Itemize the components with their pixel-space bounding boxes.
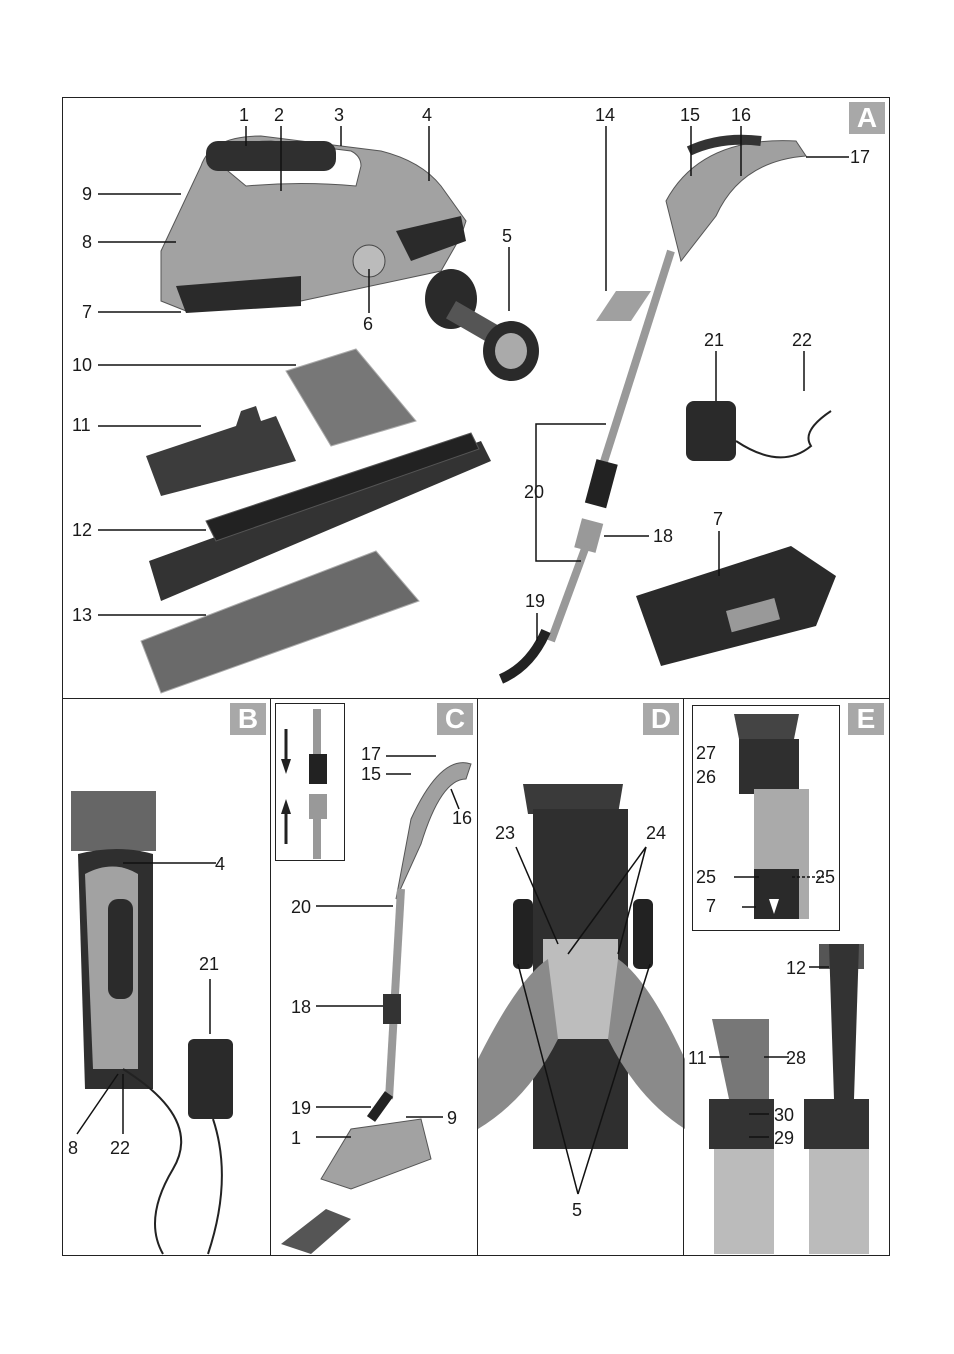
callout-1: 1 (291, 1128, 302, 1148)
panel-a: A (62, 97, 890, 699)
callout-23: 23 (495, 823, 516, 843)
inset-battery-removal (692, 705, 840, 931)
callout-5: 5 (572, 1200, 583, 1220)
blade-cover-small (285, 348, 417, 447)
callout-18: 18 (653, 526, 674, 546)
telescopic-handle (498, 134, 807, 684)
panel-e-illustration (709, 714, 869, 1254)
panel-d-badge: D (643, 703, 679, 735)
callout-3: 3 (334, 105, 345, 125)
panel-c: C 17 15 16 20 18 19 1 9 (270, 698, 478, 1256)
callout-20: 20 (291, 897, 312, 917)
callout-24: 24 (646, 823, 667, 843)
callout-11: 11 (688, 1048, 707, 1068)
panel-d: D 23 24 5 (477, 698, 685, 1256)
callout-10: 10 (72, 355, 93, 375)
callout-15: 15 (680, 105, 701, 125)
callout-17: 17 (850, 147, 871, 167)
callout-4: 4 (422, 105, 433, 125)
panel-a-badge: A (849, 102, 885, 134)
blade-cover-long (140, 550, 420, 694)
callout-22: 22 (792, 330, 813, 350)
callout-18: 18 (291, 997, 312, 1017)
callout-7: 7 (82, 302, 93, 322)
callout-25-left: 25 (696, 867, 717, 887)
panel-b-illustration (71, 791, 233, 1255)
callout-19: 19 (525, 591, 546, 611)
callout-16: 16 (452, 808, 473, 828)
callout-4: 4 (215, 854, 226, 874)
callout-13: 13 (72, 605, 93, 625)
inset-coupling (275, 703, 345, 861)
panel-b: B 4 21 8 22 (62, 698, 271, 1256)
battery-pack (636, 546, 836, 666)
callout-7: 7 (706, 896, 717, 916)
charger (686, 401, 832, 461)
callout-20: 20 (524, 482, 545, 502)
panel-e-badge: E (848, 703, 884, 735)
callout-16: 16 (731, 105, 752, 125)
grass-blade (146, 406, 296, 496)
panel-a-illustration (98, 126, 849, 694)
callout-21: 21 (704, 330, 725, 350)
callout-21: 21 (199, 954, 220, 974)
callout-9: 9 (82, 184, 93, 204)
callout-8: 8 (82, 232, 93, 252)
callout-15: 15 (361, 764, 382, 784)
callout-6: 6 (363, 314, 374, 334)
wheel-attachment (425, 269, 539, 381)
callout-11: 11 (72, 415, 91, 435)
panel-e: E 27 26 25 25 7 12 11 28 30 29 (683, 698, 890, 1256)
hedge-blade (149, 432, 491, 601)
callout-25-right: 25 (815, 867, 836, 887)
callout-12: 12 (72, 520, 93, 540)
callout-27: 27 (696, 743, 717, 763)
callout-26: 26 (696, 767, 717, 787)
callout-17: 17 (361, 744, 382, 764)
callout-22: 22 (110, 1138, 131, 1158)
callout-7b: 7 (713, 509, 724, 529)
callout-19: 19 (291, 1098, 312, 1118)
callout-2: 2 (274, 105, 285, 125)
callout-8: 8 (68, 1138, 79, 1158)
hand-shear-body (160, 135, 467, 313)
callout-12: 12 (786, 958, 807, 978)
panel-c-illustration (281, 709, 472, 1254)
callout-14: 14 (595, 105, 616, 125)
panel-b-badge: B (230, 703, 266, 735)
callout-9: 9 (447, 1108, 458, 1128)
panel-d-illustration (478, 784, 685, 1195)
callout-5: 5 (502, 226, 513, 246)
panel-c-badge: C (437, 703, 473, 735)
callout-30: 30 (774, 1105, 795, 1125)
callout-1: 1 (239, 105, 250, 125)
callout-28: 28 (786, 1048, 807, 1068)
callout-29: 29 (774, 1128, 795, 1148)
